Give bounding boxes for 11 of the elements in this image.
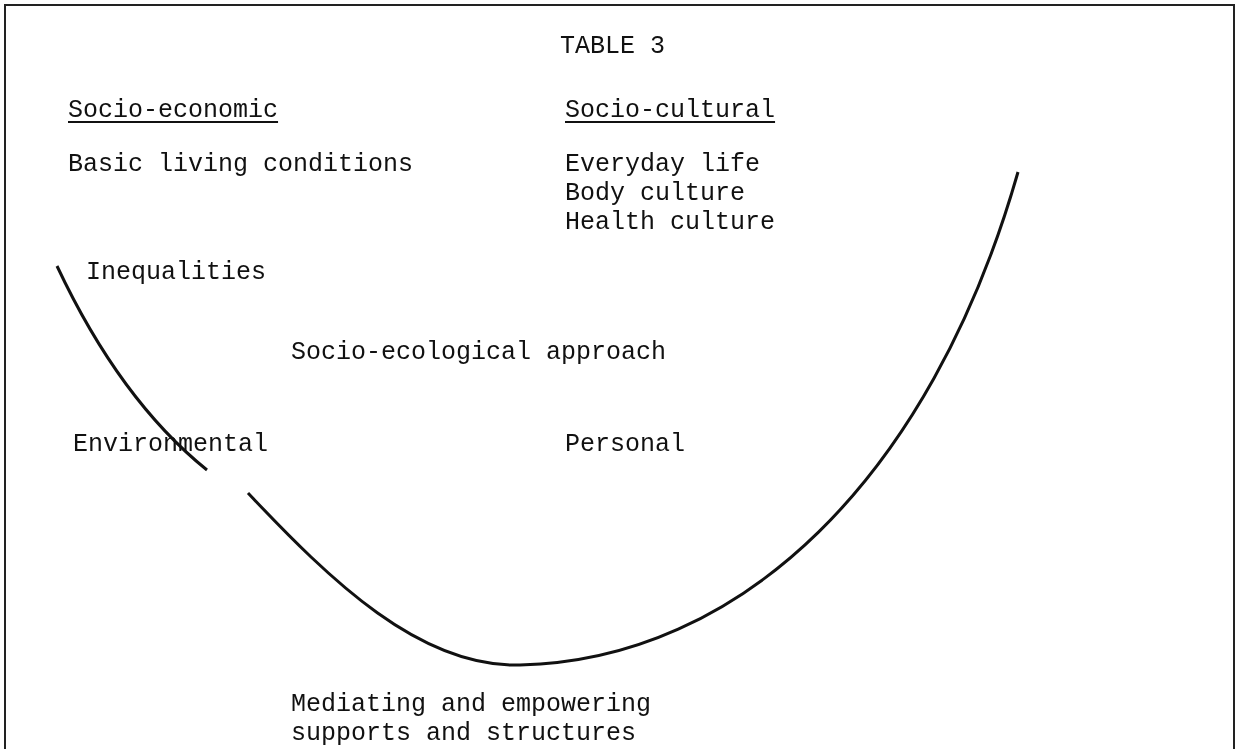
title: TABLE 3: [560, 32, 666, 61]
label-text: Socio-ecological approach: [291, 338, 667, 367]
label-text: Inequalities: [86, 258, 267, 287]
column-heading: Socio-economic: [68, 96, 279, 125]
label-text: Basic living conditions: [68, 150, 414, 179]
label-text: Body culture: [565, 179, 746, 208]
label-text: Everyday life: [565, 150, 761, 179]
column-heading: Socio-cultural: [565, 96, 776, 125]
label-text: Personal: [565, 430, 686, 459]
label-text: Mediating and empowering supports and structures: [291, 690, 653, 748]
label-text: Health culture: [565, 208, 776, 237]
